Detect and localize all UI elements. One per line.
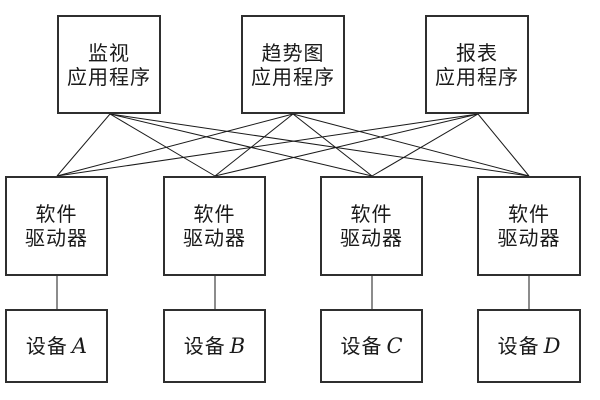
connector-line xyxy=(109,113,373,177)
device-label-prefix: 设备 xyxy=(25,334,68,358)
connector-line xyxy=(292,113,530,177)
connector-line xyxy=(109,113,216,177)
node-label-line2: 应用程序 xyxy=(435,64,519,89)
node-software-driver-1: 软件 驱动器 xyxy=(5,176,108,276)
node-software-driver-3: 软件 驱动器 xyxy=(320,176,423,276)
node-label-line1: 软件 xyxy=(508,202,550,226)
device-label-letter: D xyxy=(543,334,561,358)
connector-line xyxy=(109,113,530,177)
connector-line xyxy=(56,113,294,177)
node-label-line1: 软件 xyxy=(193,202,236,226)
node-label-line2: 应用程序 xyxy=(67,64,151,89)
device-label-letter: C xyxy=(386,334,403,358)
node-monitor-application: 监视 应用程序 xyxy=(57,15,161,114)
connector-line xyxy=(214,113,479,177)
node-label-line2: 应用程序 xyxy=(251,64,335,89)
device-label-letter: B xyxy=(229,334,246,358)
node-label-line1: 软件 xyxy=(350,202,393,226)
device-label-prefix: 设备 xyxy=(183,334,226,358)
node-label-line1: 软件 xyxy=(35,202,78,226)
node-software-driver-4: 软件 驱动器 xyxy=(477,176,581,276)
connector-line xyxy=(56,113,111,177)
node-label-line1: 监视 xyxy=(88,40,130,65)
node-trend-chart-application: 趋势图 应用程序 xyxy=(241,15,345,114)
node-software-driver-2: 软件 驱动器 xyxy=(163,176,266,276)
node-label-line1: 报表 xyxy=(456,40,498,65)
node-label-line1: 趋势图 xyxy=(261,40,325,65)
node-label-line2: 驱动器 xyxy=(183,226,246,250)
connector-line xyxy=(214,113,294,177)
connector-line xyxy=(56,113,479,177)
device-label-prefix: 设备 xyxy=(340,334,383,358)
connector-line xyxy=(371,113,479,177)
node-label-line2: 驱动器 xyxy=(25,226,88,250)
connector-line xyxy=(477,113,530,177)
device-label-prefix: 设备 xyxy=(497,334,540,358)
node-label-line2: 驱动器 xyxy=(340,226,403,250)
device-label-letter: A xyxy=(71,334,88,358)
node-report-application: 报表 应用程序 xyxy=(425,15,529,114)
node-label-line2: 驱动器 xyxy=(497,226,561,250)
connector-line xyxy=(292,113,373,177)
